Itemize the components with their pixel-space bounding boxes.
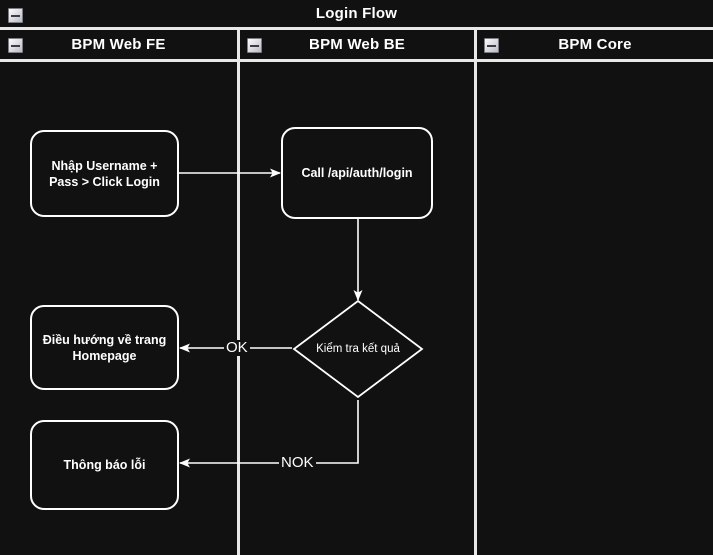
node-dieu-huong-homepage[interactable]: Điều hướng về trang Homepage bbox=[30, 305, 179, 390]
lane-header-core: BPM Core bbox=[477, 30, 713, 62]
lane-header-label-be: BPM Web BE bbox=[309, 36, 405, 53]
node-label-n4: Điều hướng về trang Homepage bbox=[42, 332, 167, 363]
pool-title-label: Login Flow bbox=[315, 5, 398, 22]
minus-box-icon-pool[interactable] bbox=[8, 8, 23, 23]
node-label-n5: Thông báo lỗi bbox=[63, 458, 146, 472]
node-thong-bao-loi[interactable]: Thông báo lỗi bbox=[30, 420, 179, 510]
edge-label-nok: NOK bbox=[279, 454, 316, 471]
lane-header-fe: BPM Web FE bbox=[0, 30, 237, 62]
lane-divider-fe-be bbox=[237, 30, 240, 555]
node-label-n1: Nhập Username + Pass > Click Login bbox=[49, 158, 160, 189]
minus-box-icon-lane-core[interactable] bbox=[484, 38, 499, 53]
pool-title-bar: Login Flow bbox=[0, 0, 713, 30]
lane-header-label-core: BPM Core bbox=[558, 36, 632, 53]
edge-n3-n5 bbox=[179, 400, 359, 468]
node-kiem-tra-ket-qua[interactable]: Kiểm tra kết quả bbox=[292, 299, 424, 399]
node-call-api-auth-login[interactable]: Call /api/auth/login bbox=[281, 127, 433, 219]
edge-label-ok: OK bbox=[224, 339, 250, 356]
minus-box-icon-lane-be[interactable] bbox=[247, 38, 262, 53]
lane-divider-be-core bbox=[474, 30, 477, 555]
minus-box-icon-lane-fe[interactable] bbox=[8, 38, 23, 53]
lane-header-be: BPM Web BE bbox=[240, 30, 474, 62]
lane-header-label-fe: BPM Web FE bbox=[71, 36, 166, 53]
node-label-n2: Call /api/auth/login bbox=[301, 166, 413, 180]
node-nhap-username[interactable]: Nhập Username + Pass > Click Login bbox=[30, 130, 179, 217]
